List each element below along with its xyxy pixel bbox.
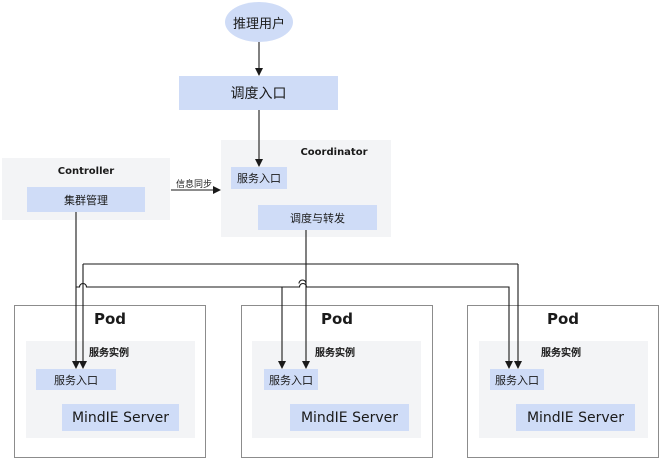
pod-2-instance-label: 服务实例 <box>315 348 355 359</box>
inference-user-node: 推理用户 <box>225 2 293 42</box>
pod-1-title: Pod <box>93 310 127 328</box>
coordinator-title: Coordinator <box>300 146 368 158</box>
pod-3-instance-label: 服务实例 <box>541 348 581 359</box>
pod-1-service-entry-box: 服务入口 <box>36 369 116 390</box>
pod-3-title: Pod <box>546 310 580 328</box>
pod-3-mindie-server-label: MindIE Server <box>526 409 625 426</box>
line-distribution <box>76 282 513 369</box>
pod-3-mindie-server-box: MindIE Server <box>516 404 635 431</box>
pod-1-mindie-server-label: MindIE Server <box>71 409 170 426</box>
pod-2-mindie-server-label: MindIE Server <box>300 409 399 426</box>
pod-3-service-entry-label: 服务入口 <box>495 373 539 387</box>
cluster-management-label: 集群管理 <box>64 193 108 207</box>
pod-3-service-entry-box: 服务入口 <box>490 369 544 390</box>
inference-user-label: 推理用户 <box>232 16 285 32</box>
coordinator-service-entry-box: 服务入口 <box>231 167 287 189</box>
controller-title: Controller <box>57 165 115 177</box>
pod-2-mindie-server-box: MindIE Server <box>290 404 409 431</box>
line-dispatch-down <box>299 230 306 368</box>
dispatch-forward-box: 调度与转发 <box>258 205 377 230</box>
pod-1-service-entry-label: 服务入口 <box>54 373 98 387</box>
pod-2-title: Pod <box>320 310 354 328</box>
coordinator-service-entry-label: 服务入口 <box>237 172 281 185</box>
pod-2-service-entry-label: 服务入口 <box>269 373 313 387</box>
scheduling-entry-box: 调度入口 <box>179 76 338 110</box>
dispatch-forward-label: 调度与转发 <box>290 211 345 225</box>
pod-1-instance-label: 服务实例 <box>89 348 129 359</box>
scheduling-entry-label: 调度入口 <box>230 86 287 102</box>
sync-label: 信息同步 <box>176 180 213 190</box>
pod-1-mindie-server-box: MindIE Server <box>62 404 179 431</box>
cluster-management-box: 集群管理 <box>27 187 145 212</box>
